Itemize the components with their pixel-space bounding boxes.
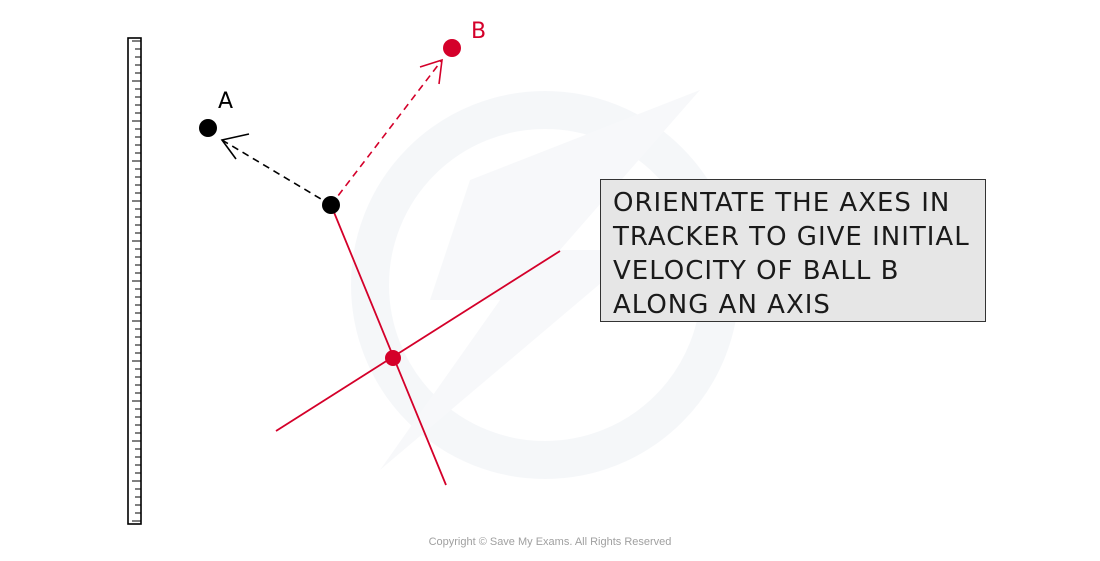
arrowhead-a-icon xyxy=(220,133,250,160)
arrowhead-b-icon xyxy=(419,58,443,85)
note-line-1: ORIENTATE THE AXES IN xyxy=(613,188,951,218)
red-axis-long xyxy=(330,204,447,486)
metre-rule xyxy=(127,37,142,525)
ball-a xyxy=(199,119,217,137)
velocity-arrow-a xyxy=(221,139,332,206)
axes-origin-point xyxy=(385,350,401,366)
red-axis-cross xyxy=(275,250,561,432)
velocity-arrow-b xyxy=(330,59,443,206)
note-line-2: TRACKER TO GIVE INITIAL xyxy=(613,222,970,252)
copyright-notice: Copyright © Save My Exams. All Rights Re… xyxy=(428,536,672,548)
note-line-4: ALONG AN AXIS xyxy=(613,290,831,320)
label-a: A xyxy=(218,89,233,114)
label-b: B xyxy=(471,19,486,44)
ball-b xyxy=(443,39,461,57)
initial-ball-position xyxy=(322,196,340,214)
note-line-3: VELOCITY OF BALL B xyxy=(613,256,900,286)
instruction-note: ORIENTATE THE AXES IN TRACKER TO GIVE IN… xyxy=(600,179,986,322)
